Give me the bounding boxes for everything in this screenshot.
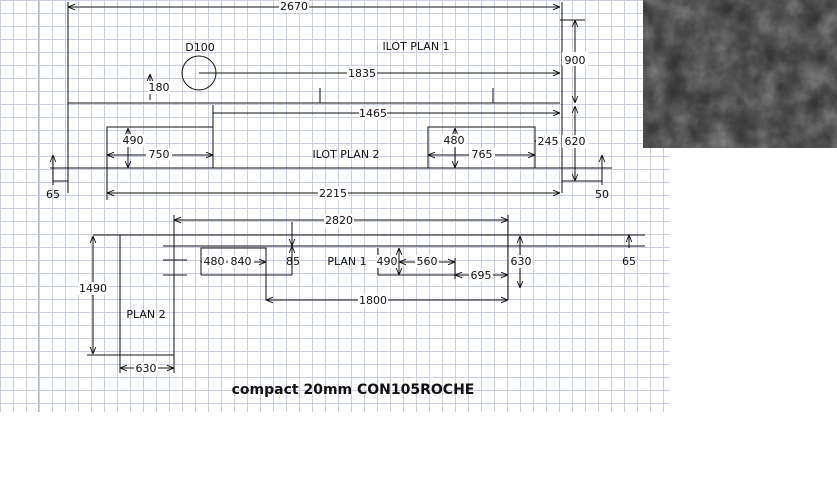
dim-plan-1-length: 2820 <box>325 214 353 227</box>
dim-right-offset: 245 <box>538 135 559 148</box>
stone-texture-swatch <box>643 0 837 148</box>
dim-plan-2-height: 1490 <box>79 282 107 295</box>
dim-ilot-2-length: 2215 <box>319 187 347 200</box>
dim-overall-length: 2670 <box>280 0 308 13</box>
outline-right-return <box>427 126 536 168</box>
dim-inner-length: 1465 <box>359 107 387 120</box>
dim-plan-1-gap: 85 <box>286 255 300 268</box>
dim-plan-2-width: 630 <box>136 362 157 375</box>
material-title: compact 20mm CON105ROCHE <box>232 382 475 398</box>
dim-plan-1-mid-depth: 490 <box>377 255 398 268</box>
dim-plan-1-bottom-length: 1800 <box>359 294 387 307</box>
dim-hole-to-edge: 1835 <box>348 67 376 80</box>
dim-left-margin: 65 <box>46 188 60 201</box>
dim-plan-1-right-width: 695 <box>471 269 492 282</box>
dim-left-depth: 490 <box>123 134 144 147</box>
graph-paper-grid <box>0 0 670 412</box>
dim-hole-offset: 180 <box>149 81 170 94</box>
dimension-labels: 2670 ILOT PLAN 1 D100 900 1835 180 1465 … <box>46 0 636 398</box>
grid-margin-line <box>38 0 39 412</box>
label-hole: D100 <box>185 41 214 54</box>
dim-plan-1-left-depth: 480 <box>204 255 225 268</box>
dim-left-width: 750 <box>149 148 170 161</box>
label-plan-1: PLAN 1 <box>327 255 366 268</box>
dim-plan-1-mid-width: 560 <box>417 255 438 268</box>
label-plan-2: PLAN 2 <box>126 308 165 321</box>
dim-right-depth: 480 <box>444 134 465 147</box>
dim-right-width: 765 <box>472 148 493 161</box>
plan-2 <box>87 235 175 373</box>
label-ilot-plan-2: ILOT PLAN 2 <box>312 148 379 161</box>
outline-left-return <box>106 126 214 168</box>
ilot-plan-1 <box>67 2 585 193</box>
dim-right-margin: 50 <box>595 188 609 201</box>
dim-plan-1-depth: 630 <box>511 255 532 268</box>
plan-1 <box>93 215 645 300</box>
dim-step-depth: 620 <box>565 135 586 148</box>
dim-depth: 900 <box>565 54 586 67</box>
dim-plan-1-left-width: 840 <box>231 255 252 268</box>
dim-plan-1-right-margin: 65 <box>622 255 636 268</box>
label-ilot-plan-1: ILOT PLAN 1 <box>382 40 449 53</box>
